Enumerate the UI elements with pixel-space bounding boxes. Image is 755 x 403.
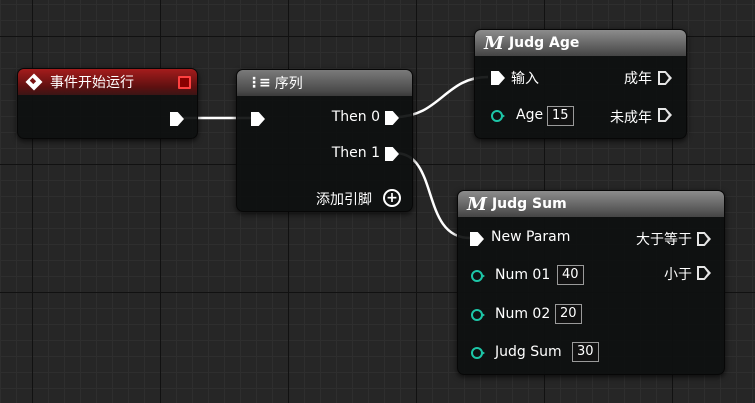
judg-sum-greater-equal-exec-pin[interactable] <box>697 232 711 246</box>
judg-sum-value-label: Judg Sum <box>495 344 562 360</box>
judg-sum-less-exec-pin[interactable] <box>697 266 711 280</box>
sequence-node-title: 序列 <box>274 76 303 92</box>
add-pin-plus-icon[interactable]: + <box>383 189 401 207</box>
event-diamond-icon <box>25 73 43 91</box>
sequence-exec-in-pin[interactable] <box>251 112 265 126</box>
judg-sum-greater-equal-label: 大于等于 <box>636 232 692 248</box>
judg-age-age-input[interactable]: 15 <box>547 106 574 126</box>
judg-age-header[interactable]: M Judg Age <box>475 30 686 56</box>
num02-input[interactable]: 20 <box>555 304 582 324</box>
event-node-header[interactable]: 事件开始运行 <box>18 69 197 95</box>
judg-age-minor-exec-pin[interactable] <box>658 108 672 122</box>
macro-icon: M <box>467 193 487 215</box>
macro-icon: M <box>484 32 504 54</box>
judg-sum-exec-in-pin[interactable] <box>470 232 484 246</box>
judg-sum-value-input[interactable]: 30 <box>572 342 599 362</box>
judg-age-exec-in-pin[interactable] <box>491 71 505 85</box>
num01-input[interactable]: 40 <box>557 265 584 285</box>
judg-age-adult-exec-pin[interactable] <box>658 71 672 85</box>
sequence-icon: ⋮≡ <box>247 75 271 91</box>
event-exec-out-pin[interactable] <box>170 112 184 126</box>
then1-exec-pin[interactable] <box>385 147 399 161</box>
judg-sum-node[interactable]: M Judg Sum New Param 大于等于 Num 01 40 小于 N… <box>457 190 725 375</box>
sequence-node-header[interactable]: ⋮≡ 序列 <box>237 70 412 96</box>
judg-age-age-label: Age <box>516 107 544 123</box>
judg-sum-header[interactable]: M Judg Sum <box>458 191 724 217</box>
then0-label: Then 0 <box>331 109 380 125</box>
sequence-node[interactable]: ⋮≡ 序列 Then 0 Then 1 添加引脚 + <box>236 69 413 212</box>
num01-label: Num 01 <box>495 267 551 283</box>
event-delegate-pin[interactable] <box>178 76 191 89</box>
num02-label: Num 02 <box>495 306 551 322</box>
event-node-title: 事件开始运行 <box>50 75 134 91</box>
judg-sum-value-pin[interactable] <box>471 347 485 359</box>
judg-sum-less-label: 小于 <box>664 267 692 283</box>
judg-age-input-label: 输入 <box>511 71 539 87</box>
judg-age-minor-label: 未成年 <box>610 110 652 126</box>
add-pin-label[interactable]: 添加引脚 <box>316 192 372 208</box>
event-begin-play-node[interactable]: 事件开始运行 <box>17 68 198 139</box>
then1-label: Then 1 <box>331 145 380 161</box>
judg-age-title: Judg Age <box>508 35 580 51</box>
num01-pin[interactable] <box>471 270 485 282</box>
then0-exec-pin[interactable] <box>385 111 399 125</box>
num02-pin[interactable] <box>471 309 485 321</box>
judg-sum-new-param-label: New Param <box>491 229 571 245</box>
judg-age-adult-label: 成年 <box>624 71 652 87</box>
judg-age-age-pin[interactable] <box>491 110 505 122</box>
judg-age-node[interactable]: M Judg Age 输入 成年 Age 15 未成年 <box>474 29 687 139</box>
judg-sum-title: Judg Sum <box>491 196 567 212</box>
